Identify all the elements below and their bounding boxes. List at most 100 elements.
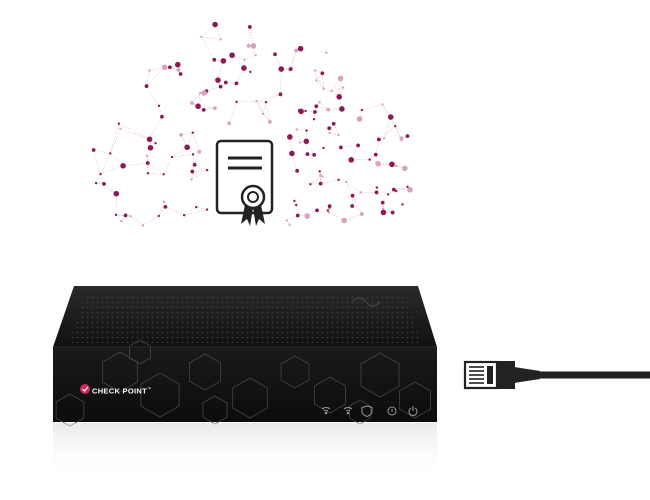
cloud-edge [256, 101, 264, 115]
cloud-node [114, 213, 118, 217]
cloud-node [389, 161, 395, 168]
cloud-edge [262, 113, 271, 123]
cloud-node [215, 77, 221, 83]
cloud-node [294, 48, 299, 53]
cloud-node [94, 181, 98, 185]
cloud-edge [184, 209, 208, 216]
cloud-edge [158, 201, 165, 216]
cloud-nodes [91, 21, 413, 227]
cloud-edge [146, 67, 165, 87]
cloud-node [212, 21, 218, 28]
cloud-edge [319, 102, 329, 110]
cloud-edge [249, 26, 254, 46]
cloud-edge [316, 80, 324, 89]
cloud-node [227, 121, 232, 126]
cloud-node [382, 137, 386, 140]
cloud-node [350, 193, 355, 198]
cloud-edge [172, 154, 194, 158]
cloud-node [297, 45, 304, 52]
cloud-node [304, 109, 307, 113]
cloud-edge [392, 204, 403, 213]
cloud-node [113, 190, 120, 197]
cloud-node [146, 172, 150, 175]
cloud-edge [158, 105, 163, 117]
cloud-edge [197, 93, 201, 107]
cloud-edge [296, 129, 307, 131]
cloud-node [390, 210, 395, 215]
cloud-node [235, 100, 238, 104]
cloud-node [154, 142, 157, 145]
cloud-node [295, 128, 299, 131]
cloud-edge [329, 132, 339, 136]
cloud-node [144, 84, 149, 88]
cloud-node [247, 25, 252, 29]
cloud-edge [357, 145, 370, 160]
cloud-edge [290, 50, 297, 70]
cloud-node [314, 104, 319, 109]
cloud-edge [228, 101, 237, 124]
cloud-edge [340, 145, 359, 148]
cloud-edge [201, 36, 215, 60]
cloud-node [91, 148, 96, 152]
appliance-reflection [53, 423, 437, 478]
cloud-edge [338, 96, 343, 110]
cloud-node [218, 84, 223, 89]
cloud-edge [306, 141, 308, 155]
cloud-node [305, 152, 310, 157]
cloud-edge [387, 189, 395, 195]
alert-icon [387, 406, 397, 416]
cloud-node [374, 190, 379, 195]
cloud-edge [123, 162, 148, 167]
cloud-node [234, 81, 239, 86]
cloud-node [249, 70, 252, 74]
brand-name-text: CHECK POINT [92, 386, 147, 396]
cloud-node [205, 168, 209, 172]
cloud-edge [352, 195, 363, 215]
cloud-node [250, 43, 257, 49]
cloud-node [254, 53, 257, 57]
cloud-edge [163, 156, 173, 175]
cloud-node [288, 67, 293, 71]
cloud-node [327, 126, 332, 131]
cloud-node [402, 165, 408, 172]
cloud-edge [286, 215, 298, 221]
cloud-edge [171, 147, 188, 158]
cloud-edge [201, 24, 216, 37]
cloud-node [348, 157, 355, 163]
cloud-node [120, 219, 123, 223]
cloud-edge [378, 125, 396, 140]
cloud-edge [295, 204, 298, 216]
hex-shape [129, 339, 151, 365]
cloud-node [146, 136, 153, 143]
cloud-edge [243, 67, 251, 73]
cloud-node [195, 205, 198, 209]
cloud-edge [314, 147, 324, 156]
cloud-edge [328, 108, 342, 110]
cloud-node [395, 189, 398, 193]
cloud-node [182, 214, 186, 217]
cloud-edge [100, 153, 111, 175]
cloud-node [190, 178, 193, 181]
cloud-node [145, 154, 149, 157]
cloud-node [315, 79, 318, 82]
cloud-node [197, 149, 202, 154]
cloud-node [375, 160, 381, 167]
cloud-node [391, 187, 396, 192]
cloud-node [303, 138, 310, 145]
cloud-edge [110, 153, 124, 167]
hex-shape [360, 352, 400, 398]
cloud-edge [194, 151, 200, 165]
appliance-front [53, 347, 437, 422]
cloud-edge [120, 128, 150, 140]
cloud-node [157, 104, 161, 108]
cloud-node [327, 211, 331, 214]
cloud-node [229, 52, 235, 59]
cloud-node [380, 209, 387, 216]
cloud-edge [383, 208, 393, 213]
cloud-edge [115, 214, 122, 222]
cloud-edge [158, 206, 166, 217]
cloud-edge [338, 78, 341, 97]
cloud-edge [396, 186, 408, 192]
certificate-icon [215, 139, 274, 226]
cloud-edge [310, 175, 321, 185]
